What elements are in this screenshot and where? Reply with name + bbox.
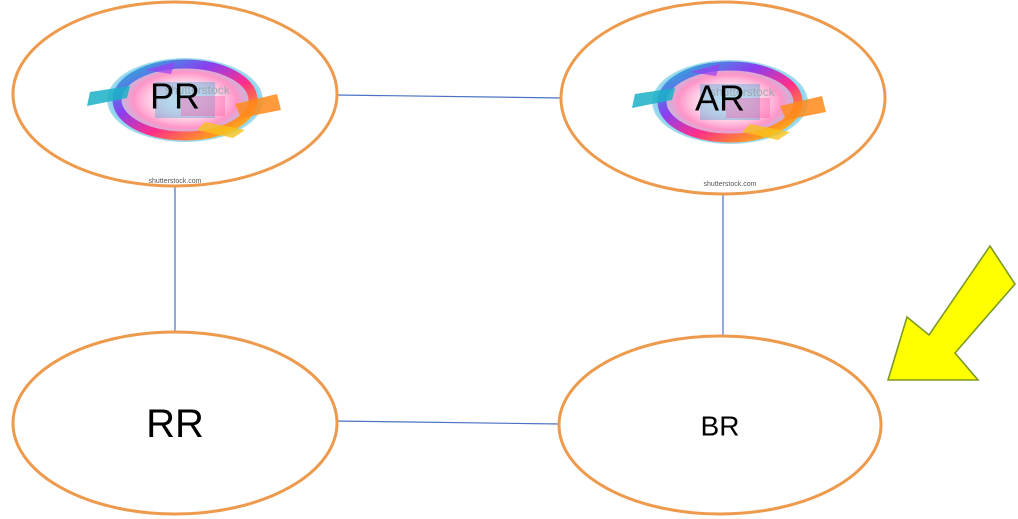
node-ar-label: AR (695, 78, 745, 119)
node-ar: shutterstock.com AR (559, 0, 887, 196)
node-rr-ellipse (11, 330, 339, 516)
logo-caption: shutterstock.com (149, 178, 202, 185)
node-rr-label: RR (146, 402, 204, 446)
edge-rr-br (332, 420, 561, 425)
node-br: BR (557, 334, 883, 516)
colorful-fest-logo-icon: shutterstock.com (632, 60, 826, 188)
logo-caption: shutterstock.com (704, 181, 757, 188)
edge-pr-ar (336, 94, 564, 99)
colorful-fest-logo-icon: shutterstock.com (87, 58, 281, 185)
node-pr-label: PR (150, 76, 200, 117)
node-pr: shutterstock.com PR (11, 0, 339, 188)
node-br-label: BR (701, 411, 740, 442)
node-rr: RR (11, 330, 339, 516)
node-br-ellipse (557, 334, 883, 516)
highlight-arrow-icon (886, 244, 1017, 381)
